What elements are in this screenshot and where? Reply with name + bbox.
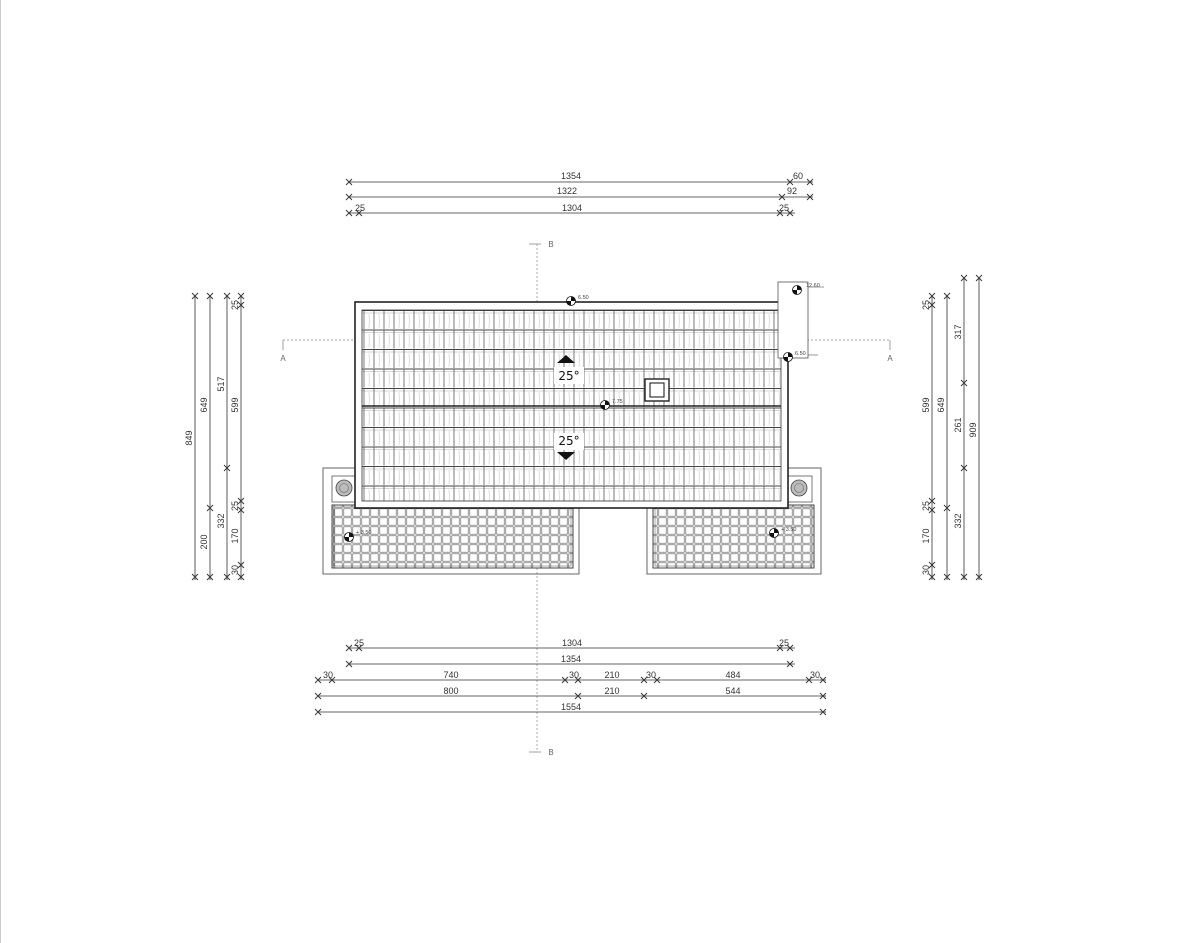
dim-bottom-30-d: 30 xyxy=(810,670,820,680)
lower-slope-box xyxy=(554,433,584,450)
main-roof xyxy=(354,301,789,509)
level-right-terrace: + 3.50 xyxy=(781,527,796,533)
dim-bottom-30-c: 30 xyxy=(646,670,656,680)
level-ridge: 6.50 xyxy=(578,295,589,301)
dim-left-599: 599 xyxy=(230,397,240,412)
dim-top-25-left: 25 xyxy=(355,203,365,213)
dim-left-170: 170 xyxy=(230,528,240,543)
level-center: 7.75 xyxy=(612,399,623,405)
dim-bottom-1304: 1304 xyxy=(562,638,582,648)
upper-slope-arrow-icon xyxy=(557,355,575,363)
dim-left-849: 849 xyxy=(184,430,194,445)
dim-left-30: 30 xyxy=(230,565,240,575)
dim-top-25-right: 25 xyxy=(779,203,789,213)
dim-left-649: 649 xyxy=(199,397,209,412)
dim-right-170: 170 xyxy=(921,528,931,543)
section-label-b-bottom: B xyxy=(548,748,553,757)
chimney xyxy=(777,281,824,359)
section-label-b-top: B xyxy=(548,240,553,249)
dim-right-261: 261 xyxy=(953,417,963,432)
dim-right-599: 599 xyxy=(921,397,931,412)
right-terrace xyxy=(646,467,822,575)
dim-right-25-mid: 25 xyxy=(921,501,931,511)
left-terrace xyxy=(322,467,580,575)
upper-slope-box xyxy=(554,367,584,384)
left-plant-icon xyxy=(335,479,353,497)
dim-right-30: 30 xyxy=(921,565,931,575)
dim-bottom-800: 800 xyxy=(443,686,458,696)
upper-slope-label: 25° xyxy=(558,369,579,383)
dim-right-332: 332 xyxy=(953,513,963,528)
dim-bottom-740: 740 xyxy=(443,670,458,680)
dim-left-25-top: 25 xyxy=(230,300,240,310)
level-marker-icons xyxy=(344,285,802,542)
dim-bottom-1354: 1354 xyxy=(561,654,581,664)
lower-slope-arrow-icon xyxy=(557,452,575,460)
left-dimensions xyxy=(191,292,245,581)
dim-bottom-544: 544 xyxy=(725,686,740,696)
section-label-a-left: A xyxy=(280,354,286,363)
level-left-terrace: + 3.50 xyxy=(356,530,371,536)
dim-top-1354: 1354 xyxy=(561,171,581,181)
dim-left-25-mid: 25 xyxy=(230,501,240,511)
dim-left-200: 200 xyxy=(199,534,209,549)
dim-bottom-30-a: 30 xyxy=(323,670,333,680)
skylight-icon xyxy=(644,378,670,402)
section-line-ends xyxy=(282,243,891,753)
dim-bottom-25-right: 25 xyxy=(779,638,789,648)
dim-bottom-210-a: 210 xyxy=(604,670,619,680)
dim-right-317: 317 xyxy=(953,324,963,339)
dim-bottom-25-left: 25 xyxy=(354,638,364,648)
dim-bottom-210-b: 210 xyxy=(604,686,619,696)
right-plant-icon xyxy=(790,479,808,497)
level-side: 6.50 xyxy=(795,351,806,357)
top-dimensions xyxy=(345,178,814,217)
dim-left-517: 517 xyxy=(216,376,226,391)
lower-slope-label: 25° xyxy=(558,434,579,448)
dim-top-60: 60 xyxy=(793,171,803,181)
dim-top-1304: 1304 xyxy=(562,203,582,213)
dim-right-909: 909 xyxy=(968,422,978,437)
dim-right-25-top: 25 xyxy=(921,300,931,310)
dim-bottom-30-b: 30 xyxy=(569,670,579,680)
dim-bottom-484: 484 xyxy=(725,670,740,680)
page-edge xyxy=(0,0,1,943)
section-label-a-right: A xyxy=(887,354,893,363)
dim-right-649: 649 xyxy=(936,397,946,412)
dim-top-92: 92 xyxy=(787,186,797,196)
dim-left-332: 332 xyxy=(216,513,226,528)
dim-bottom-1554: 1554 xyxy=(561,702,581,712)
dim-top-1322: 1322 xyxy=(557,186,577,196)
bottom-dimensions xyxy=(314,644,827,716)
right-dimensions xyxy=(928,274,983,581)
level-chimney: 12.60 xyxy=(806,283,820,289)
